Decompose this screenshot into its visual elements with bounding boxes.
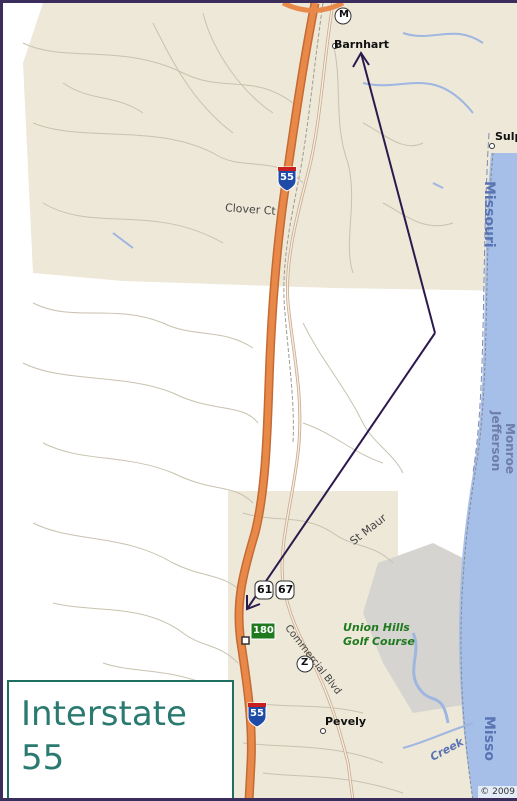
land-tan-lower (228, 491, 473, 798)
interstate-55-lower-label: 55 (250, 708, 264, 719)
river-label-missouri: Missouri (481, 181, 497, 248)
exit-marker (241, 636, 250, 645)
interchange-top (281, 3, 345, 13)
interstate-55-shield-upper[interactable] (277, 166, 297, 192)
interstate-55[interactable] (236, 3, 318, 801)
annotation-arrows (246, 51, 436, 611)
copyright-text: © 2009 (478, 786, 517, 798)
route-m-label: M (339, 9, 349, 20)
rail-line (283, 3, 324, 444)
land-tan-upper (23, 3, 517, 291)
exit-180-sign[interactable] (250, 622, 276, 640)
interstate-callout: Interstate 55 (7, 680, 234, 798)
county-label-jefferson: Jefferson (489, 411, 503, 472)
exit-180-label: 180 (253, 625, 274, 636)
callout-line-1: Interstate (21, 694, 187, 734)
poi-union-hills[interactable]: Union Hills (343, 621, 410, 634)
place-pevely[interactable]: Pevely (325, 715, 367, 728)
route-z-label: Z (301, 657, 309, 668)
county-line (472, 132, 490, 474)
barnhart-dot (332, 43, 338, 49)
callout-line-2: 55 (21, 738, 65, 778)
map-canvas[interactable] (3, 3, 517, 801)
route-m-shield[interactable] (334, 7, 352, 25)
route-z-shield[interactable] (296, 655, 314, 673)
place-sulp[interactable]: Sulp (495, 130, 517, 143)
county-label-monroe: Monroe (503, 423, 517, 475)
interstate-55-shield-lower[interactable] (247, 702, 267, 728)
streams (112, 32, 484, 249)
sulp-dot (489, 143, 495, 149)
river-label-misso: Misso (481, 716, 497, 762)
rail-line-river (460, 152, 494, 798)
place-barnhart[interactable]: Barnhart (334, 38, 389, 51)
missouri-river (459, 153, 517, 798)
poi-golf-course[interactable]: Golf Course (343, 635, 415, 648)
stream-golf (411, 632, 450, 724)
us-61-shield[interactable] (254, 580, 274, 600)
creek-line (402, 722, 474, 749)
golf-course-area (363, 543, 475, 713)
us-61-label: 61 (257, 583, 273, 596)
pevely-dot (320, 728, 326, 734)
us-67-shield[interactable] (275, 580, 295, 600)
interstate-55-upper-label: 55 (280, 172, 294, 183)
street-network (22, 12, 454, 794)
us-67-label: 67 (278, 583, 294, 596)
